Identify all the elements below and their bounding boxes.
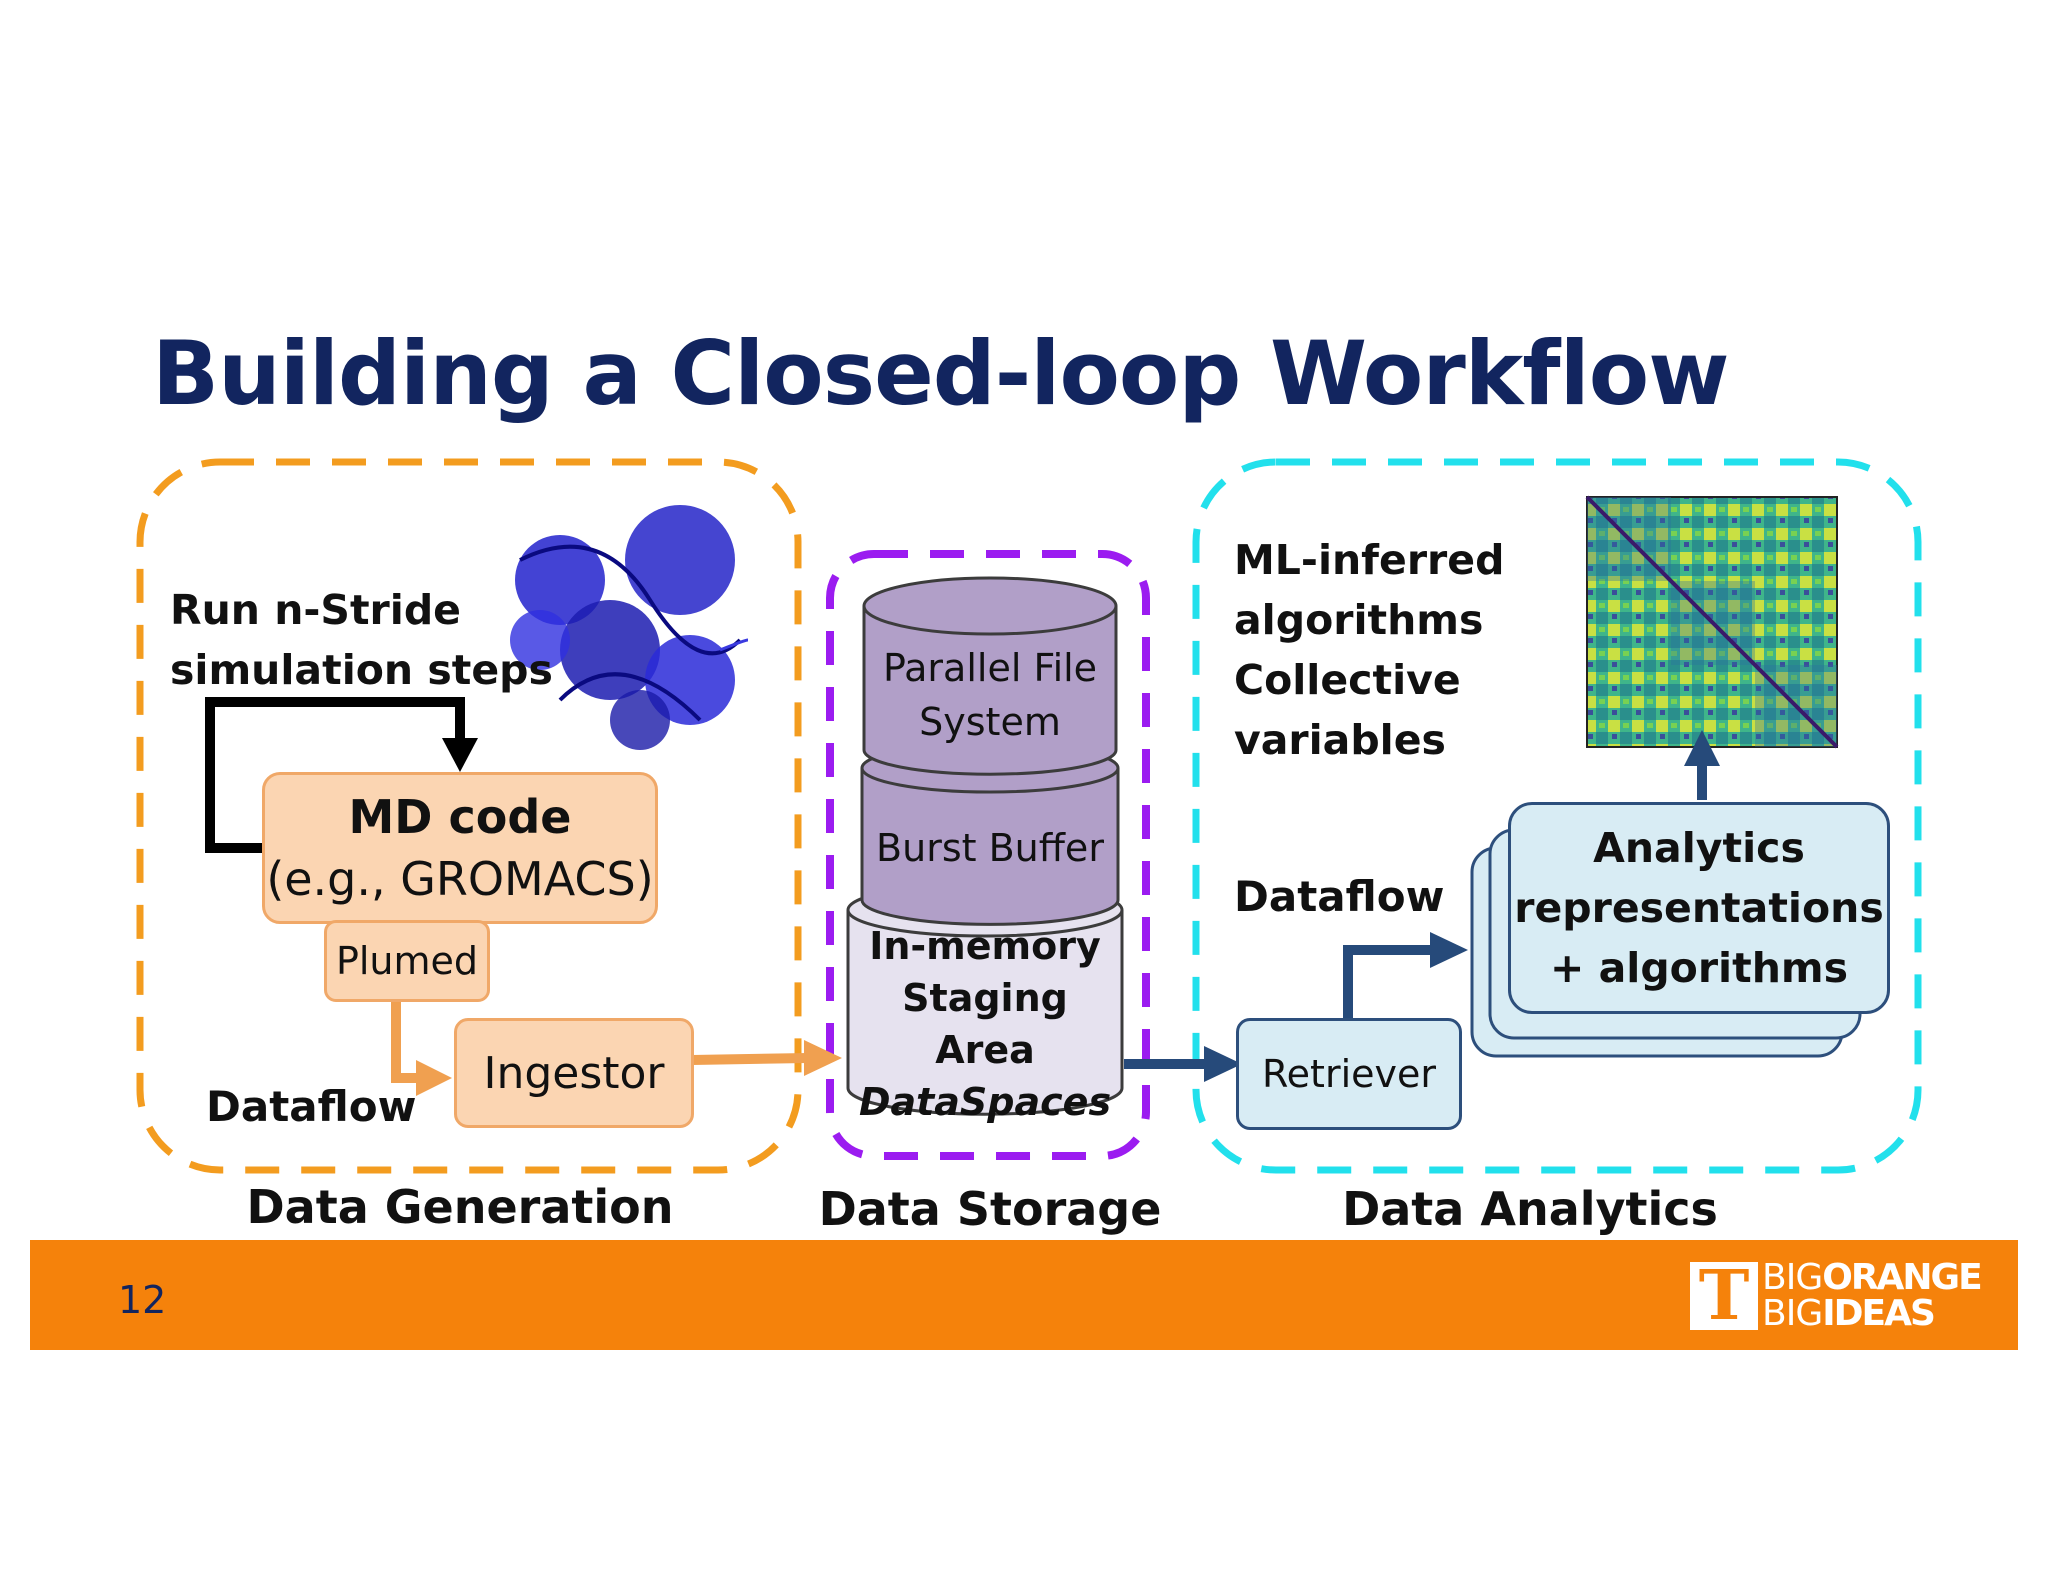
data-generation-caption: Data Generation — [246, 1180, 674, 1234]
logo-line2: BIGIDEAS — [1762, 1293, 1936, 1334]
parallel-fs-line1: Parallel File — [882, 646, 1098, 690]
run-n-stride-label: Run n-Stride simulation steps — [170, 580, 553, 700]
logo-orange: ORANGE — [1822, 1257, 1982, 1298]
parallel-fs-cylinder[interactable]: Parallel File System — [864, 640, 1116, 750]
storage-to-retriever-arrow — [1124, 1046, 1242, 1082]
page-number: 12 — [118, 1278, 167, 1322]
md-code-example: (e.g., GROMACS) — [266, 852, 654, 906]
retriever-box[interactable]: Retriever — [1236, 1018, 1462, 1130]
heatmap-icon — [1585, 495, 1839, 749]
logo-big2: BIG — [1762, 1293, 1823, 1334]
ml-line1: ML-inferred — [1234, 536, 1505, 584]
parallel-fs-line2: System — [919, 700, 1061, 744]
generation-section-border — [136, 458, 802, 1174]
analytics-dataflow-label: Dataflow — [1234, 872, 1445, 921]
burst-buffer-cylinder[interactable]: Burst Buffer — [876, 826, 1104, 870]
analytics-line3: + algorithms — [1549, 944, 1849, 992]
dataspaces-label: DataSpaces — [858, 1080, 1112, 1124]
ml-line3: Collective — [1234, 656, 1461, 704]
ingestor-to-storage-arrow — [691, 1040, 842, 1076]
analytics-box[interactable]: Analytics representations + algorithms — [1508, 802, 1890, 1014]
ingestor-box[interactable]: Ingestor — [454, 1018, 694, 1128]
plumed-to-ingestor-arrow — [391, 1000, 452, 1096]
run-label-line1: Run n-Stride — [170, 586, 461, 634]
storage-section-border — [826, 550, 1150, 1160]
logo-line1: BIGORANGE — [1762, 1257, 1983, 1298]
analytics-line1: Analytics — [1593, 824, 1805, 872]
footer-bar — [30, 1240, 2018, 1350]
simulation-loop-arrow — [205, 697, 478, 853]
ml-inferred-label: ML-inferred algorithms Collective variab… — [1234, 530, 1504, 770]
run-label-line2: simulation steps — [170, 646, 553, 694]
analytics-section-border — [1192, 458, 1922, 1174]
inmemory-line1: In-memory — [869, 924, 1101, 968]
data-storage-caption: Data Storage — [818, 1182, 1162, 1236]
data-analytics-caption: Data Analytics — [1342, 1182, 1718, 1236]
plumed-box[interactable]: Plumed — [324, 920, 490, 1002]
analytics-line2: representations — [1514, 884, 1884, 932]
protein-structure-icon — [510, 505, 749, 750]
md-code-label: MD code — [348, 790, 572, 844]
logo-big1: BIG — [1762, 1257, 1823, 1298]
parallel-fs-cylinder-shape — [862, 576, 1118, 776]
logo-ideas: IDEAS — [1822, 1293, 1936, 1334]
md-code-box[interactable]: MD code (e.g., GROMACS) — [262, 772, 658, 924]
page-title: Building a Closed-loop Workflow — [152, 322, 1730, 425]
generation-dataflow-label: Dataflow — [206, 1082, 417, 1131]
inmemory-staging-cylinder[interactable]: In-memory Staging Area DataSpaces — [848, 924, 1122, 1124]
university-logo-icon: T — [1690, 1262, 1758, 1330]
analytics-to-heatmap-arrow — [1684, 730, 1720, 800]
ml-line2: algorithms — [1234, 596, 1484, 644]
inmemory-line2: Staging Area — [902, 976, 1068, 1072]
retriever-to-analytics-arrow — [1343, 932, 1468, 1018]
ml-line4: variables — [1234, 716, 1446, 764]
